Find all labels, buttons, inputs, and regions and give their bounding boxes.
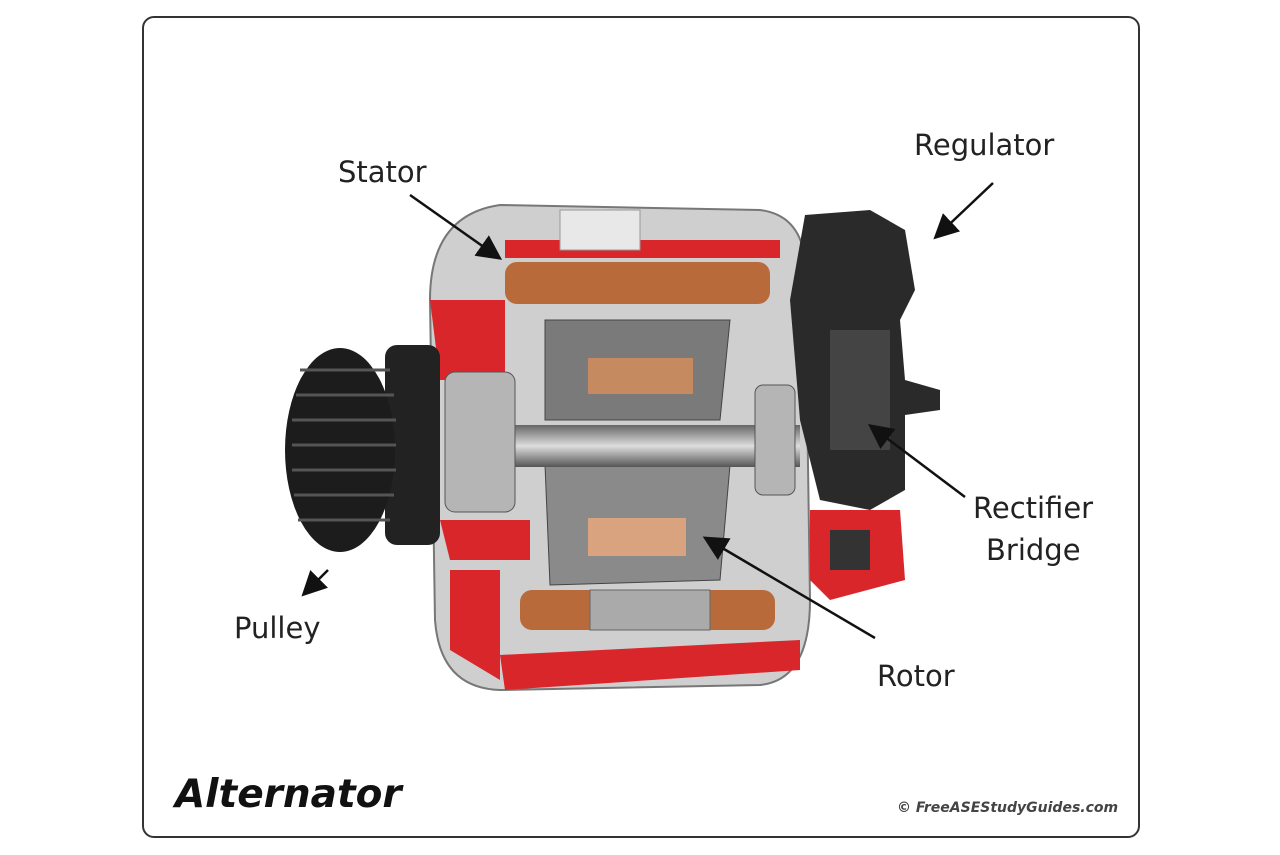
- pulley-arrow: [301, 569, 329, 597]
- rotor-arrow: [702, 536, 876, 640]
- rectifier-label-line1: Rectifier: [973, 491, 1094, 525]
- rectifier-label-line2: Bridge: [986, 533, 1081, 567]
- rotor: [444, 319, 800, 586]
- pulley-label: Pulley: [234, 611, 321, 645]
- stator: [505, 262, 775, 631]
- rectifier-arrow: [868, 423, 966, 498]
- regulator-arrow: [933, 182, 994, 240]
- diagram-title: Alternator: [175, 772, 402, 817]
- stator-arrow: [409, 193, 503, 260]
- diagram-frame: [142, 16, 1140, 838]
- stator-label: Stator: [338, 155, 427, 189]
- regulator-label: Regulator: [914, 128, 1055, 162]
- rotor-label: Rotor: [877, 659, 955, 693]
- copyright-text: © FreeASEStudyGuides.com: [897, 800, 1119, 816]
- pulley: [285, 345, 440, 552]
- regulator-assembly: [790, 210, 940, 600]
